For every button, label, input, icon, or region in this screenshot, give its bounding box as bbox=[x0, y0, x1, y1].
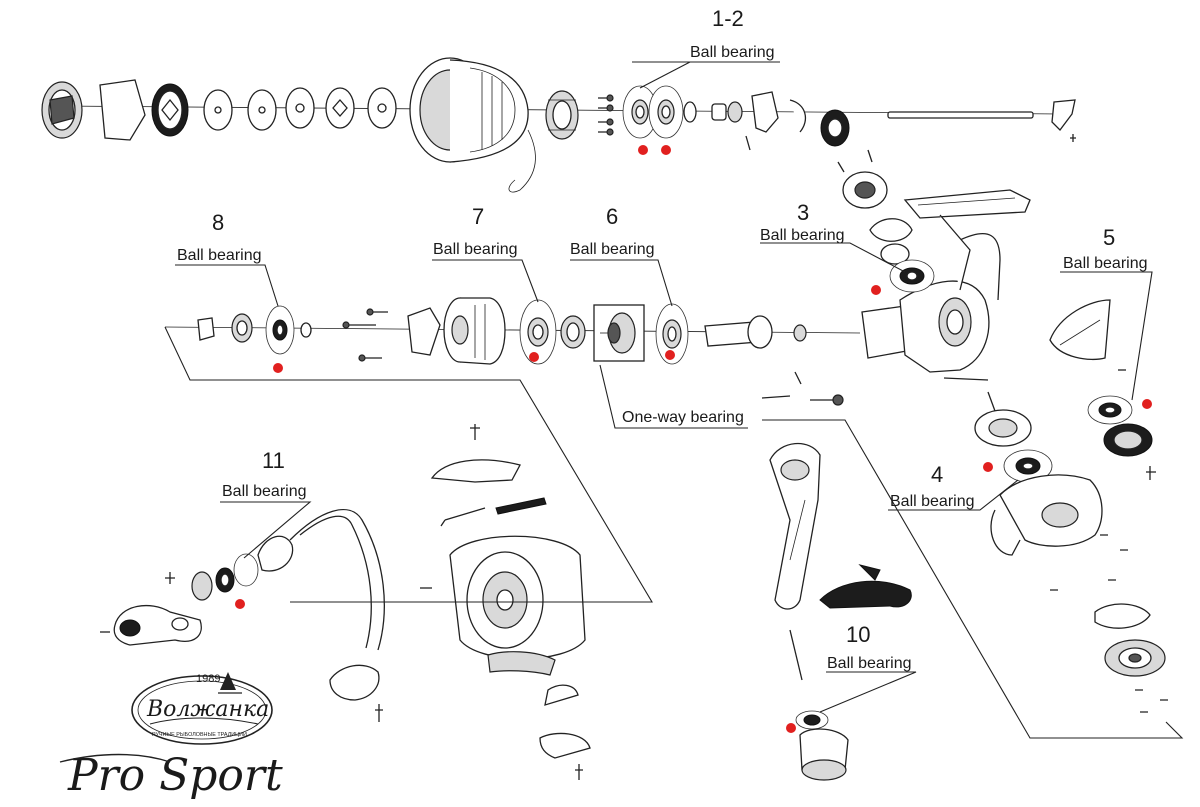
pinion-bearing bbox=[820, 109, 850, 147]
callout-label-1-2: Ball bearing bbox=[690, 44, 775, 61]
pinion-gear bbox=[704, 315, 807, 349]
bail-assembly bbox=[100, 509, 385, 722]
callout-number-6: 6 bbox=[606, 204, 618, 229]
callout-number-11: 11 bbox=[262, 448, 285, 473]
rotor-housing bbox=[443, 297, 506, 365]
callout-label-4: Ball bearing bbox=[890, 493, 975, 510]
callout-label-8: Ball bearing bbox=[177, 247, 262, 264]
marker-5 bbox=[1142, 399, 1152, 409]
callout-number-3: 3 bbox=[797, 200, 809, 225]
handle-assembly bbox=[761, 371, 912, 781]
rotor-gear-row bbox=[164, 149, 1031, 381]
handle-knob bbox=[799, 728, 849, 781]
marker-3 bbox=[871, 285, 881, 295]
one-way-bearing-label: One-way bearing bbox=[622, 409, 744, 426]
bearing-7 bbox=[519, 299, 557, 365]
drive-plate bbox=[974, 409, 1032, 447]
callout-label-10: Ball bearing bbox=[827, 655, 912, 672]
brand-logo: 1989 Волжанка РУЧНЫЕ РЫБОЛОВНЫЕ ТРАДИЦИИ… bbox=[59, 672, 283, 801]
bearing-11 bbox=[191, 553, 259, 601]
callout-number-8: 8 bbox=[212, 210, 224, 235]
callout-label-7: Ball bearing bbox=[433, 241, 518, 258]
one-way-bearing bbox=[593, 304, 645, 362]
marker-7 bbox=[529, 352, 539, 362]
logo-tagline: РУЧНЫЕ РЫБОЛОВНЫЕ ТРАДИЦИИ bbox=[152, 732, 247, 738]
bearing-5 bbox=[1087, 395, 1133, 425]
callout-labels: 1-2 Ball bearing 3 Ball bearing 4 Ball b… bbox=[177, 6, 1148, 672]
product-name: Pro Sport bbox=[67, 750, 283, 801]
logo-year: 1989 bbox=[196, 673, 220, 685]
bail-arm-base bbox=[113, 604, 202, 646]
bearing-4 bbox=[1003, 449, 1053, 483]
callout-label-5: Ball bearing bbox=[1063, 255, 1148, 272]
bearing-2 bbox=[648, 85, 684, 139]
small-screws bbox=[598, 94, 614, 136]
handle-arm bbox=[769, 442, 821, 610]
callout-number-4: 4 bbox=[931, 462, 943, 487]
leader-lines bbox=[164, 61, 1184, 739]
spool-gear bbox=[545, 90, 579, 140]
rotor-assembly bbox=[420, 424, 591, 780]
callout-label-6: Ball bearing bbox=[570, 241, 655, 258]
bearing-3 bbox=[889, 259, 935, 293]
marker-4 bbox=[983, 462, 993, 472]
nut-8 bbox=[231, 313, 253, 343]
callout-number-1-2: 1-2 bbox=[712, 6, 744, 31]
callout-number-10: 10 bbox=[846, 622, 870, 647]
callout-label-3: Ball bearing bbox=[760, 227, 845, 244]
callout-number-5: 5 bbox=[1103, 225, 1115, 250]
side-gear bbox=[1103, 423, 1153, 457]
bearing-10 bbox=[795, 710, 829, 730]
spool-assembly-row bbox=[41, 57, 1076, 193]
marker-11 bbox=[235, 599, 245, 609]
bearing-markers bbox=[235, 145, 1152, 733]
rotor bbox=[449, 535, 586, 676]
marker-6 bbox=[665, 350, 675, 360]
bearing-6 bbox=[655, 303, 689, 365]
right-side-parts bbox=[974, 299, 1168, 713]
callout-number-7: 7 bbox=[472, 204, 484, 229]
drag-knob bbox=[41, 81, 83, 139]
spool bbox=[409, 57, 536, 193]
marker-1 bbox=[638, 145, 648, 155]
rotor-nut-3 bbox=[837, 149, 888, 209]
sailboat-icon bbox=[220, 672, 236, 690]
drag-gear-washer bbox=[151, 83, 189, 137]
rear-cap bbox=[1104, 639, 1166, 677]
rear-housing bbox=[990, 474, 1103, 556]
marker-10 bbox=[786, 723, 796, 733]
drag-cover bbox=[99, 79, 146, 141]
callout-label-11: Ball bearing bbox=[222, 483, 307, 500]
marker-8 bbox=[273, 363, 283, 373]
bearing-8 bbox=[265, 305, 295, 355]
reel-body bbox=[861, 189, 1031, 373]
bearing-1 bbox=[622, 85, 658, 139]
marker-2 bbox=[661, 145, 671, 155]
